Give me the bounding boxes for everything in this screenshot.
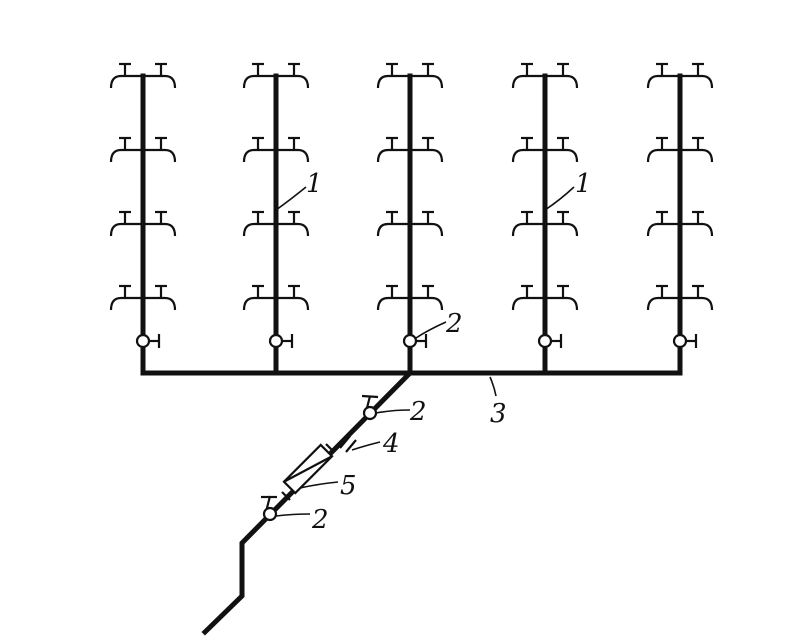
tap-icon [143, 148, 177, 163]
callout-item-5: 5 [340, 471, 357, 501]
tap-icon [376, 148, 410, 163]
shutoff-valve-icon [537, 333, 553, 349]
tap-icon [376, 222, 410, 237]
tap-icon [276, 74, 310, 89]
tap-icon [545, 296, 579, 311]
tap-icon [109, 148, 143, 163]
tap-icon [545, 74, 579, 89]
tap-icon [646, 296, 680, 311]
tap-icon [410, 74, 444, 89]
tap-icon [646, 148, 680, 163]
tap-icon [109, 296, 143, 311]
tap-icon [376, 74, 410, 89]
tap-icon [646, 74, 680, 89]
tap-icon [410, 296, 444, 311]
tap-icon [143, 222, 177, 237]
callout-valve-top: 2 [445, 309, 463, 339]
tap-icon [410, 222, 444, 237]
tap-icon [143, 296, 177, 311]
tap-icon [242, 296, 276, 311]
water-meter-assembly [281, 435, 357, 501]
tap-icon [143, 74, 177, 89]
tap-icon [276, 148, 310, 163]
tap-icon [511, 222, 545, 237]
tap-icon [511, 148, 545, 163]
callout-main: 3 [490, 399, 507, 429]
leader-lines [275, 186, 575, 517]
tap-icon [410, 148, 444, 163]
tap-icon [646, 222, 680, 237]
shutoff-valve-icon [268, 333, 284, 349]
callout-valve-mid: 2 [409, 397, 427, 427]
tap-icon [242, 148, 276, 163]
shutoff-valve-icon [402, 333, 418, 349]
tap-icon [680, 74, 714, 89]
tap-icon [109, 74, 143, 89]
tap-icon [276, 222, 310, 237]
tap-icon [242, 222, 276, 237]
tap-icon [109, 222, 143, 237]
tap-icon [511, 296, 545, 311]
inlet-stop-valve-lower [261, 495, 278, 522]
tap-icon [376, 296, 410, 311]
tap-icon [680, 296, 714, 311]
callout-item-4: 4 [382, 429, 400, 459]
tap-icon [242, 74, 276, 89]
shutoff-valve-icon [135, 333, 151, 349]
tap-icon [680, 222, 714, 237]
tap-icon [680, 148, 714, 163]
tap-icon [276, 296, 310, 311]
tap-icon [545, 222, 579, 237]
tap-icon [545, 148, 579, 163]
callout-riser-left: 1 [306, 169, 323, 199]
shutoff-valve-icon [672, 333, 688, 349]
callout-riser-right: 1 [575, 169, 592, 199]
risers-group [109, 62, 714, 376]
tap-icon [511, 74, 545, 89]
callout-valve-bottom: 2 [311, 505, 329, 535]
